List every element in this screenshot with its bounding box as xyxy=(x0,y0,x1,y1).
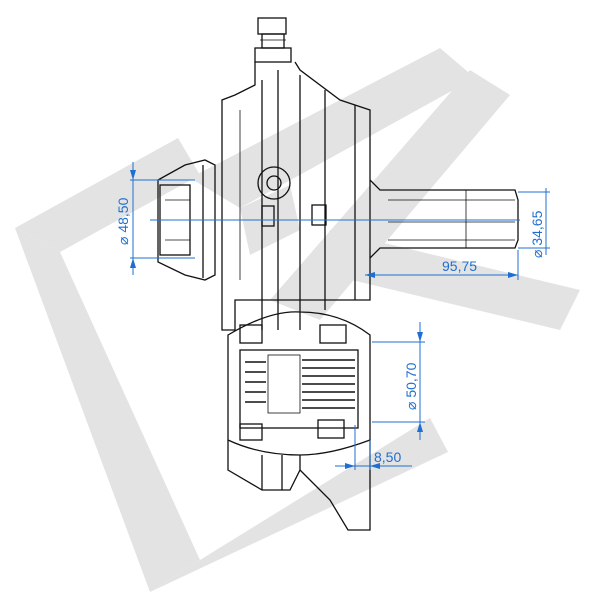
watermark-logo xyxy=(15,48,580,592)
dimension-label-diameter-50-70: ⌀ 50,70 xyxy=(403,362,419,410)
dimension-label-diameter-48-50: ⌀ 48,50 xyxy=(115,197,131,245)
dimension-label-8-50: 8,50 xyxy=(374,449,401,465)
dimension-label-95-75: 95,75 xyxy=(442,258,477,274)
dimension-label-diameter-34-65: ⌀ 34,65 xyxy=(529,210,545,258)
dimension-lines xyxy=(130,162,550,470)
gearbox-outline xyxy=(157,17,519,531)
